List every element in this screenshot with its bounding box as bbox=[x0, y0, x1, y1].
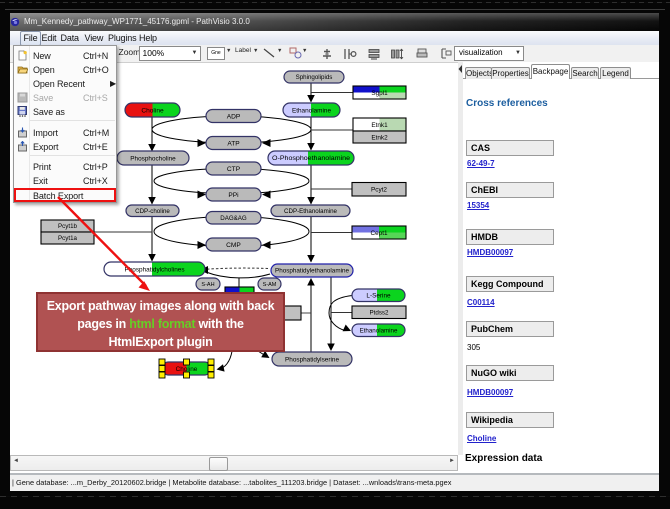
svg-text:Ethanolamine: Ethanolamine bbox=[360, 328, 398, 335]
svg-text:Pcyt2: Pcyt2 bbox=[371, 187, 387, 194]
svg-text:Etnk2: Etnk2 bbox=[371, 134, 388, 141]
svg-text:S-AH: S-AH bbox=[201, 282, 214, 288]
svg-text:Cept1: Cept1 bbox=[370, 230, 387, 237]
svg-text:ATP: ATP bbox=[227, 140, 240, 147]
svg-text:CTP: CTP bbox=[227, 166, 241, 173]
svg-text:Pcyt1a: Pcyt1a bbox=[58, 235, 77, 242]
svg-text:L-Serine: L-Serine bbox=[366, 293, 391, 300]
svg-text:DAG&AG: DAG&AG bbox=[220, 215, 247, 222]
svg-text:Phosphatidylserine: Phosphatidylserine bbox=[285, 356, 339, 363]
svg-text:ADP: ADP bbox=[227, 113, 241, 120]
svg-text:Sgpl1: Sgpl1 bbox=[371, 90, 388, 97]
svg-text:Choline: Choline bbox=[141, 107, 164, 114]
svg-text:Ptdss2: Ptdss2 bbox=[370, 310, 389, 317]
svg-text:Sphingolipids: Sphingolipids bbox=[296, 74, 333, 81]
svg-text:CDP-Ethanolamine: CDP-Ethanolamine bbox=[284, 208, 338, 215]
svg-text:Ethanolamine: Ethanolamine bbox=[292, 107, 332, 114]
svg-text:Phosphatidylcholines: Phosphatidylcholines bbox=[124, 266, 184, 273]
svg-text:O-Phosphoethanolamine: O-Phosphoethanolamine bbox=[272, 155, 351, 162]
svg-text:CMP: CMP bbox=[226, 242, 241, 249]
svg-text:Phosphocholine: Phosphocholine bbox=[130, 155, 176, 162]
svg-text:Phosphatidylethanolamine: Phosphatidylethanolamine bbox=[275, 269, 350, 275]
svg-text:Etnk1: Etnk1 bbox=[371, 122, 388, 129]
svg-text:S-AM: S-AM bbox=[263, 282, 277, 288]
svg-text:CDP-choline: CDP-choline bbox=[135, 208, 170, 215]
svg-text:Choline: Choline bbox=[176, 366, 198, 373]
svg-text:PPi: PPi bbox=[228, 192, 239, 199]
svg-text:Pcyt1b: Pcyt1b bbox=[58, 223, 77, 230]
